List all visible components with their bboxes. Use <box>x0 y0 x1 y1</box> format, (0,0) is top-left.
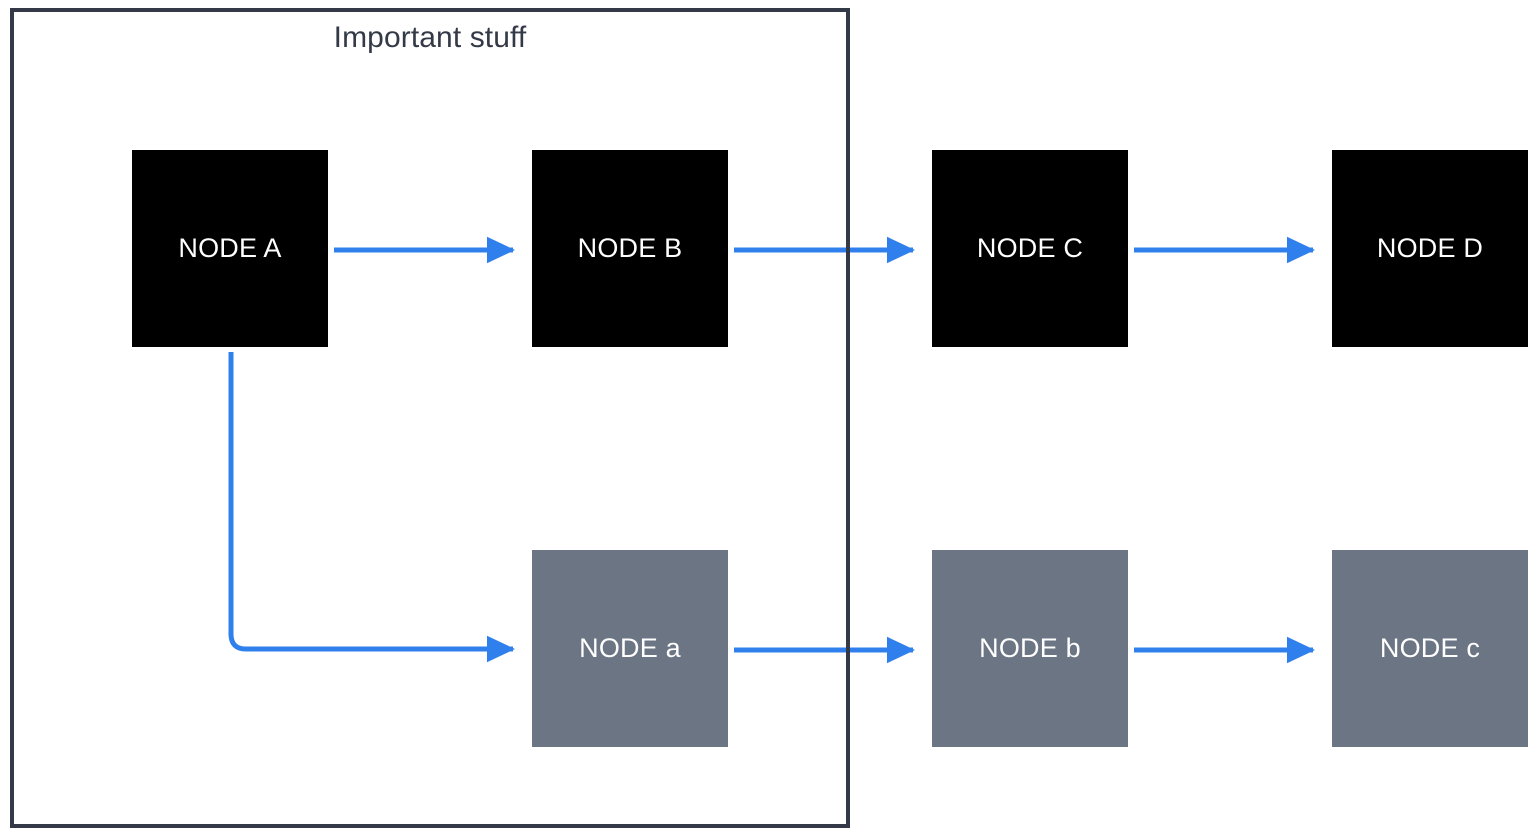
node-lower-a-label: NODE a <box>579 633 681 663</box>
node-b[interactable]: NODE B <box>532 150 728 347</box>
node-lower-b[interactable]: NODE b <box>932 550 1128 747</box>
node-lower-b-label: NODE b <box>979 633 1081 663</box>
node-c[interactable]: NODE C <box>932 150 1128 347</box>
node-d-label: NODE D <box>1376 233 1484 263</box>
node-a[interactable]: NODE A <box>132 150 328 347</box>
cluster-important-stuff <box>10 8 850 828</box>
node-d[interactable]: NODE D <box>1332 150 1528 347</box>
node-b-label: NODE B <box>577 233 683 263</box>
cluster-title: Important stuff <box>333 21 527 54</box>
node-lower-c[interactable]: NODE c <box>1332 550 1528 747</box>
node-lower-a[interactable]: NODE a <box>532 550 728 747</box>
node-a-label: NODE A <box>178 233 282 263</box>
node-c-label: NODE C <box>976 233 1084 263</box>
node-lower-c-label: NODE c <box>1379 633 1481 663</box>
